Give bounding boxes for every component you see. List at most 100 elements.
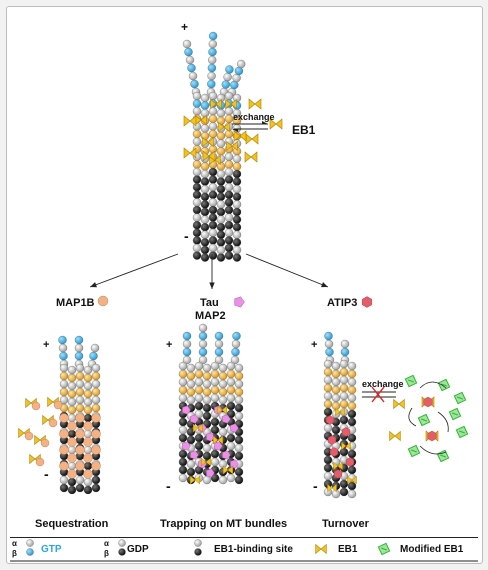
tau-on-lattice [182, 405, 191, 415]
tubulin-black [347, 409, 357, 419]
modified-eb1 [453, 391, 467, 405]
eb1-trapped [222, 465, 234, 475]
tubulin-site [210, 369, 220, 379]
map1b-on-lattice [75, 429, 85, 439]
eb1-free [233, 130, 247, 142]
tubulin-blue [26, 548, 34, 556]
tubulin-grey [200, 93, 210, 103]
tau-on-lattice [190, 414, 199, 424]
tubulin-grey [182, 339, 192, 349]
arrow-to-tau-head [209, 282, 215, 289]
tubulin-black [202, 411, 212, 421]
tubulin-site [178, 385, 188, 395]
exchange-label: exchange [233, 112, 275, 122]
tubulin-grey [90, 343, 100, 353]
tubulin-blue [214, 331, 224, 341]
tubulin-grey [223, 72, 232, 82]
tubulin-black [234, 451, 244, 461]
main-microtubule [182, 31, 283, 262]
tubulin-grey [232, 73, 241, 83]
left-pf-1 [58, 335, 69, 369]
tubulin-grey [83, 429, 93, 439]
map1b-on-lattice [59, 445, 69, 455]
legend-eb1-site-label: EB1-binding site [214, 544, 293, 555]
tubulin-black [192, 228, 202, 237]
tubulin-black [323, 407, 333, 417]
tubulin-site [202, 371, 212, 381]
tubulin-grey [237, 59, 246, 69]
tubulin-site [331, 369, 341, 379]
tubulin-grey [83, 397, 93, 407]
eb1-free [269, 118, 283, 130]
map1b-on-lattice [83, 453, 93, 463]
tubulin-grey [232, 200, 242, 209]
tubulin-black [234, 475, 244, 485]
tubulin-grey [202, 443, 212, 453]
map1b-label: MAP1B [56, 297, 95, 309]
tubulin-black [347, 481, 357, 491]
tubulin-grey [67, 413, 77, 423]
tubulin-grey [323, 359, 333, 369]
tubulin-black [323, 455, 333, 465]
tubulin-grey [218, 363, 228, 373]
tau-on-lattice [222, 450, 231, 460]
tubulin-black [91, 475, 101, 485]
tubulin-site [208, 129, 218, 139]
tubulin-site [59, 387, 69, 397]
map1b-on-lattice [83, 421, 93, 431]
tubulin-black [200, 207, 210, 217]
tubulin-black [208, 167, 218, 177]
tubulin-black [192, 183, 202, 192]
exchange-arrow-bottom-head [232, 129, 238, 132]
tubulin-grey [331, 377, 341, 387]
tubulin-site [67, 405, 77, 415]
atip3-on-lattice [333, 469, 343, 479]
tubulin-black [224, 221, 234, 230]
tubulin-blue [182, 347, 192, 357]
eb1-bound [226, 140, 238, 152]
tubulin-black [339, 415, 349, 425]
tubulin-site [226, 369, 236, 379]
tubulin-grey [200, 185, 210, 194]
main-plus-end-label: + [181, 20, 189, 34]
tubulin-grey [232, 245, 242, 255]
map1b-sequestering [53, 400, 63, 410]
modified-eb1 [437, 378, 451, 392]
tubulin-grey [186, 459, 196, 469]
turnover-arrow-2 [437, 411, 449, 433]
tau-on-lattice [190, 450, 199, 460]
tau-on-lattice [214, 441, 223, 451]
tubulin-grey [339, 359, 349, 369]
arrow-to-map1b [89, 253, 179, 288]
tubulin-black [200, 253, 210, 262]
tubulin-black [83, 413, 93, 423]
map1b-icon [97, 295, 109, 307]
tubulin-site [224, 160, 234, 169]
map1b-sequestering [48, 418, 58, 428]
tubulin-grey [323, 471, 333, 481]
tubulin-site [83, 373, 93, 383]
tubulin-black [224, 251, 234, 260]
tubulin-grey [208, 228, 218, 237]
tubulin-site [218, 371, 228, 381]
tubulin-black [67, 429, 77, 439]
tubulin-grey [216, 139, 226, 148]
tubulin-site [91, 371, 101, 381]
tubulin-black [192, 251, 202, 260]
tubulin-blue [184, 47, 193, 57]
tubulin-site [194, 385, 204, 395]
eb1-free [183, 147, 197, 159]
tubulin-grey [216, 109, 226, 118]
tubulin-grey [59, 379, 69, 389]
tubulin-black [323, 463, 333, 473]
tubulin-site [323, 367, 333, 377]
tubulin-black [202, 403, 212, 413]
tubulin-blue [214, 347, 224, 357]
microtubule-map1b [18, 335, 101, 495]
arrow-to-atip3-head [321, 282, 328, 288]
tubulin-grey [83, 365, 93, 375]
right-exchange-label: exchange [362, 379, 404, 389]
right-minus-end-label: - [313, 478, 318, 494]
tubulin-blue [187, 63, 196, 73]
tubulin-grey [216, 200, 226, 209]
